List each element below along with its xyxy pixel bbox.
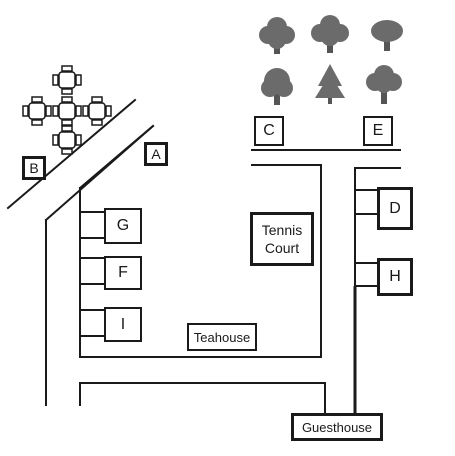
tree-icon: [366, 65, 402, 104]
tree-icon: [261, 68, 293, 105]
tree-icon: [371, 20, 403, 51]
pine-tree-icon: [315, 64, 345, 104]
table-chairs-icon: [82, 96, 112, 126]
label-g: G: [104, 208, 142, 244]
tennis-court-line2: Court: [264, 240, 300, 256]
label-e: E: [363, 116, 393, 146]
guesthouse: Guesthouse: [291, 413, 383, 441]
label-i: I: [104, 307, 142, 342]
table-chairs-icon: [52, 125, 82, 155]
teahouse: Teahouse: [187, 323, 257, 351]
table-chairs-icon: [52, 65, 82, 95]
tennis-court-line1: Tennis: [261, 222, 303, 238]
tree-icon: [311, 15, 349, 53]
label-a: A: [144, 142, 168, 166]
tennis-court: Tennis Court: [250, 212, 314, 266]
label-d: D: [377, 187, 413, 230]
table-chairs-icon: [22, 96, 52, 126]
diagonal-road-lower-ext: [78, 124, 155, 190]
table-chairs-icon: [52, 96, 82, 126]
tree-icon: [259, 17, 295, 54]
label-c: C: [254, 116, 284, 146]
label-b: B: [22, 156, 46, 180]
label-f: F: [104, 256, 142, 290]
label-h: H: [377, 258, 413, 296]
